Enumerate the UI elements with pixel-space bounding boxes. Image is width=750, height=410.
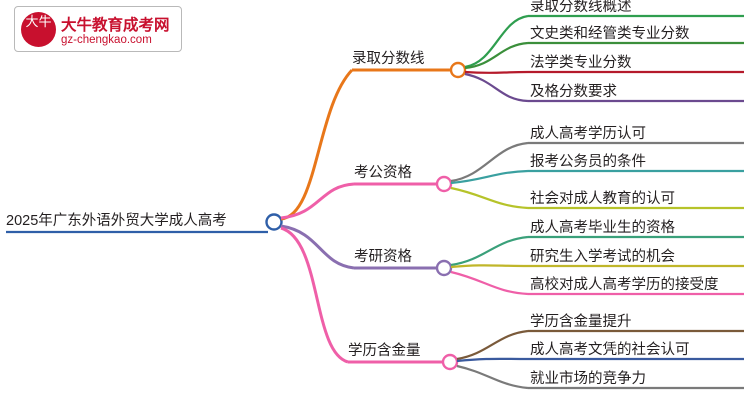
root-node-dot [265, 213, 283, 231]
leaf-label-2-1[interactable]: 成人高考学历认可 [530, 126, 646, 142]
branch-node-dot-3 [435, 259, 453, 277]
logo-title: 大牛教育成考网 [61, 17, 170, 34]
leaf-connector-3-1 [450, 235, 529, 267]
leaf-connector-2-3 [450, 186, 529, 210]
leaf-connector-1-2 [464, 41, 529, 70]
leaf-label-2-2[interactable]: 报考公务员的条件 [530, 154, 646, 170]
branch-label-luqu-fenshuxian[interactable]: 录取分数线 [352, 51, 425, 67]
leaf-connector-4-2 [456, 357, 529, 363]
leaf-connector-1-4 [464, 72, 529, 103]
leaf-connector-3-3 [450, 270, 529, 296]
site-logo: 大牛 大牛教育成考网 gz-chengkao.com [14, 6, 182, 52]
leaf-label-2-3[interactable]: 社会对成人教育的认可 [530, 191, 675, 207]
leaf-label-1-4[interactable]: 及格分数要求 [530, 84, 617, 100]
branch-node-dot-4 [441, 353, 459, 371]
branch-label-xueli-hanjinliang[interactable]: 学历含金量 [348, 343, 421, 359]
branch-connector-2 [280, 182, 355, 220]
branch-connector-4 [280, 226, 349, 364]
leaf-connector-3-2 [450, 264, 529, 269]
branch-connector-1 [280, 68, 354, 221]
leaf-label-4-3[interactable]: 就业市场的竞争力 [530, 371, 646, 387]
leaf-label-3-2[interactable]: 研究生入学考试的机会 [530, 249, 675, 265]
leaf-connector-4-3 [456, 364, 529, 390]
leaf-label-1-2[interactable]: 文史类和经管类专业分数 [530, 26, 690, 42]
leaf-label-1-3[interactable]: 法学类专业分数 [530, 55, 632, 71]
branch-node-dot-2 [435, 175, 453, 193]
logo-subtitle: gz-chengkao.com [61, 34, 152, 46]
logo-mark: 大牛 [21, 12, 56, 47]
leaf-label-3-1[interactable]: 成人高考毕业生的资格 [530, 220, 675, 236]
leaf-connector-4-1 [456, 329, 529, 361]
leaf-label-1-1[interactable]: 录取分数线概述 [530, 0, 632, 15]
leaf-connector-2-2 [450, 169, 529, 185]
leaf-label-4-1[interactable]: 学历含金量提升 [530, 314, 632, 330]
branch-connector-3 [280, 224, 355, 270]
branch-label-kaoyan-zige[interactable]: 考研资格 [354, 249, 412, 265]
leaf-label-3-3[interactable]: 高校对成人高考学历的接受度 [530, 277, 719, 293]
root-node-label[interactable]: 2025年广东外语外贸大学成人高考 [6, 213, 227, 229]
leaf-connector-2-1 [450, 141, 529, 183]
branch-node-dot-1 [449, 61, 467, 79]
leaf-connector-1-3 [464, 70, 529, 74]
leaf-connector-1-1 [464, 14, 529, 69]
branch-label-kaogong-zige[interactable]: 考公资格 [354, 165, 412, 181]
leaf-label-4-2[interactable]: 成人高考文凭的社会认可 [530, 342, 690, 358]
